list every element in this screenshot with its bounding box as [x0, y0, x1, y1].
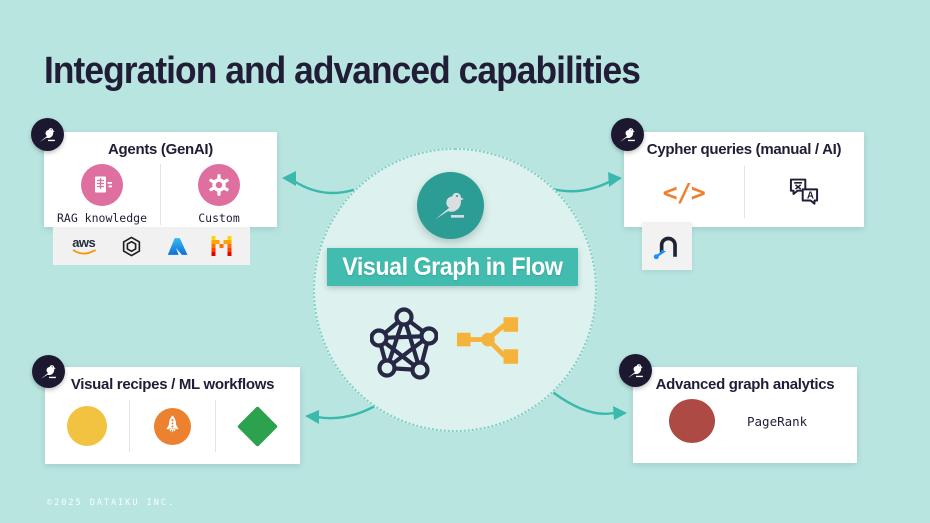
bird-glyph [435, 192, 464, 219]
network-graph-icon [370, 307, 438, 380]
aws-logo-text: aws [72, 235, 96, 250]
arrow-to-analytics [552, 391, 627, 420]
translate-a-letter: A [807, 190, 814, 201]
agents-card: Agents (GenAI) RAG knowledge [31, 118, 277, 227]
bird-glyph [39, 127, 55, 142]
code-glyph: </> [662, 177, 706, 207]
pagerank-label: PageRank [747, 413, 808, 429]
cypher-card-title: Cypher queries (manual / AI) [646, 141, 842, 158]
document-icon [81, 164, 123, 206]
yellow-recipe-glyph [67, 406, 108, 446]
cypher-icons-row: </> A [624, 166, 864, 218]
prepare-circle-icon [45, 400, 129, 452]
center-banner-label: Visual Graph in Flow [342, 252, 563, 281]
azure-logo [167, 237, 188, 255]
recipes-card-title: Visual recipes / ML workflows [70, 376, 275, 393]
arrow-to-cypher [547, 172, 622, 193]
agents-item-custom: Custom [160, 164, 277, 225]
aws-smile-glyph [72, 249, 97, 255]
agents-card-title: Agents (GenAI) [108, 141, 213, 158]
page-title: Integration and advanced capabilities [44, 50, 641, 92]
recipes-card: Visual recipes / ML workflows [32, 355, 300, 464]
bird-glyph [619, 127, 635, 142]
cypher-card: Cypher queries (manual / AI) </> A [611, 118, 864, 227]
flow-split-icon [456, 317, 519, 364]
gear-glyph [209, 174, 229, 196]
rocket-circle-icon [129, 400, 214, 452]
agents-item-label: RAG knowledge [56, 211, 147, 225]
center-banner: Visual Graph in Flow [327, 248, 578, 286]
translate-icon: A [743, 166, 865, 218]
document-glyph [95, 176, 112, 193]
dataiku-badge-icon [31, 118, 64, 151]
dataset-diamond-icon [214, 400, 300, 452]
bird-glyph [627, 363, 643, 378]
aws-logo: aws [71, 236, 97, 256]
pagerank-circle-icon [669, 399, 715, 443]
dataiku-badge-icon [611, 118, 644, 151]
neo4j-glyph [653, 236, 677, 260]
bird-glyph [40, 364, 56, 379]
analytics-card-title: Advanced graph analytics [655, 376, 835, 393]
agents-item-rag: RAG knowledge [44, 164, 160, 225]
agents-item-label: Custom [198, 211, 240, 225]
arrow-to-agents [282, 171, 355, 195]
gear-icon [198, 164, 240, 206]
rocket-circle [153, 407, 191, 445]
neo4j-logo [642, 222, 692, 270]
dataiku-bird-icon [417, 172, 484, 239]
analytics-card: Advanced graph analytics PageRank [619, 354, 857, 463]
dataiku-badge-icon [619, 354, 652, 387]
analytics-content-row: PageRank [633, 399, 857, 443]
llm-providers-strip: aws [53, 227, 250, 265]
recipes-icons-row [45, 400, 300, 452]
openai-logo [123, 236, 141, 256]
rocket-glyph [166, 415, 179, 433]
green-diamond-glyph [237, 405, 279, 447]
agents-items-row: RAG knowledge [44, 164, 277, 225]
dataiku-badge-icon [32, 355, 65, 388]
copyright-footer: ©2025 DATAIKU INC. [47, 498, 176, 508]
translate-glyph: A [790, 178, 819, 205]
mistral-logo [211, 236, 232, 256]
code-icon: </> [624, 166, 744, 218]
